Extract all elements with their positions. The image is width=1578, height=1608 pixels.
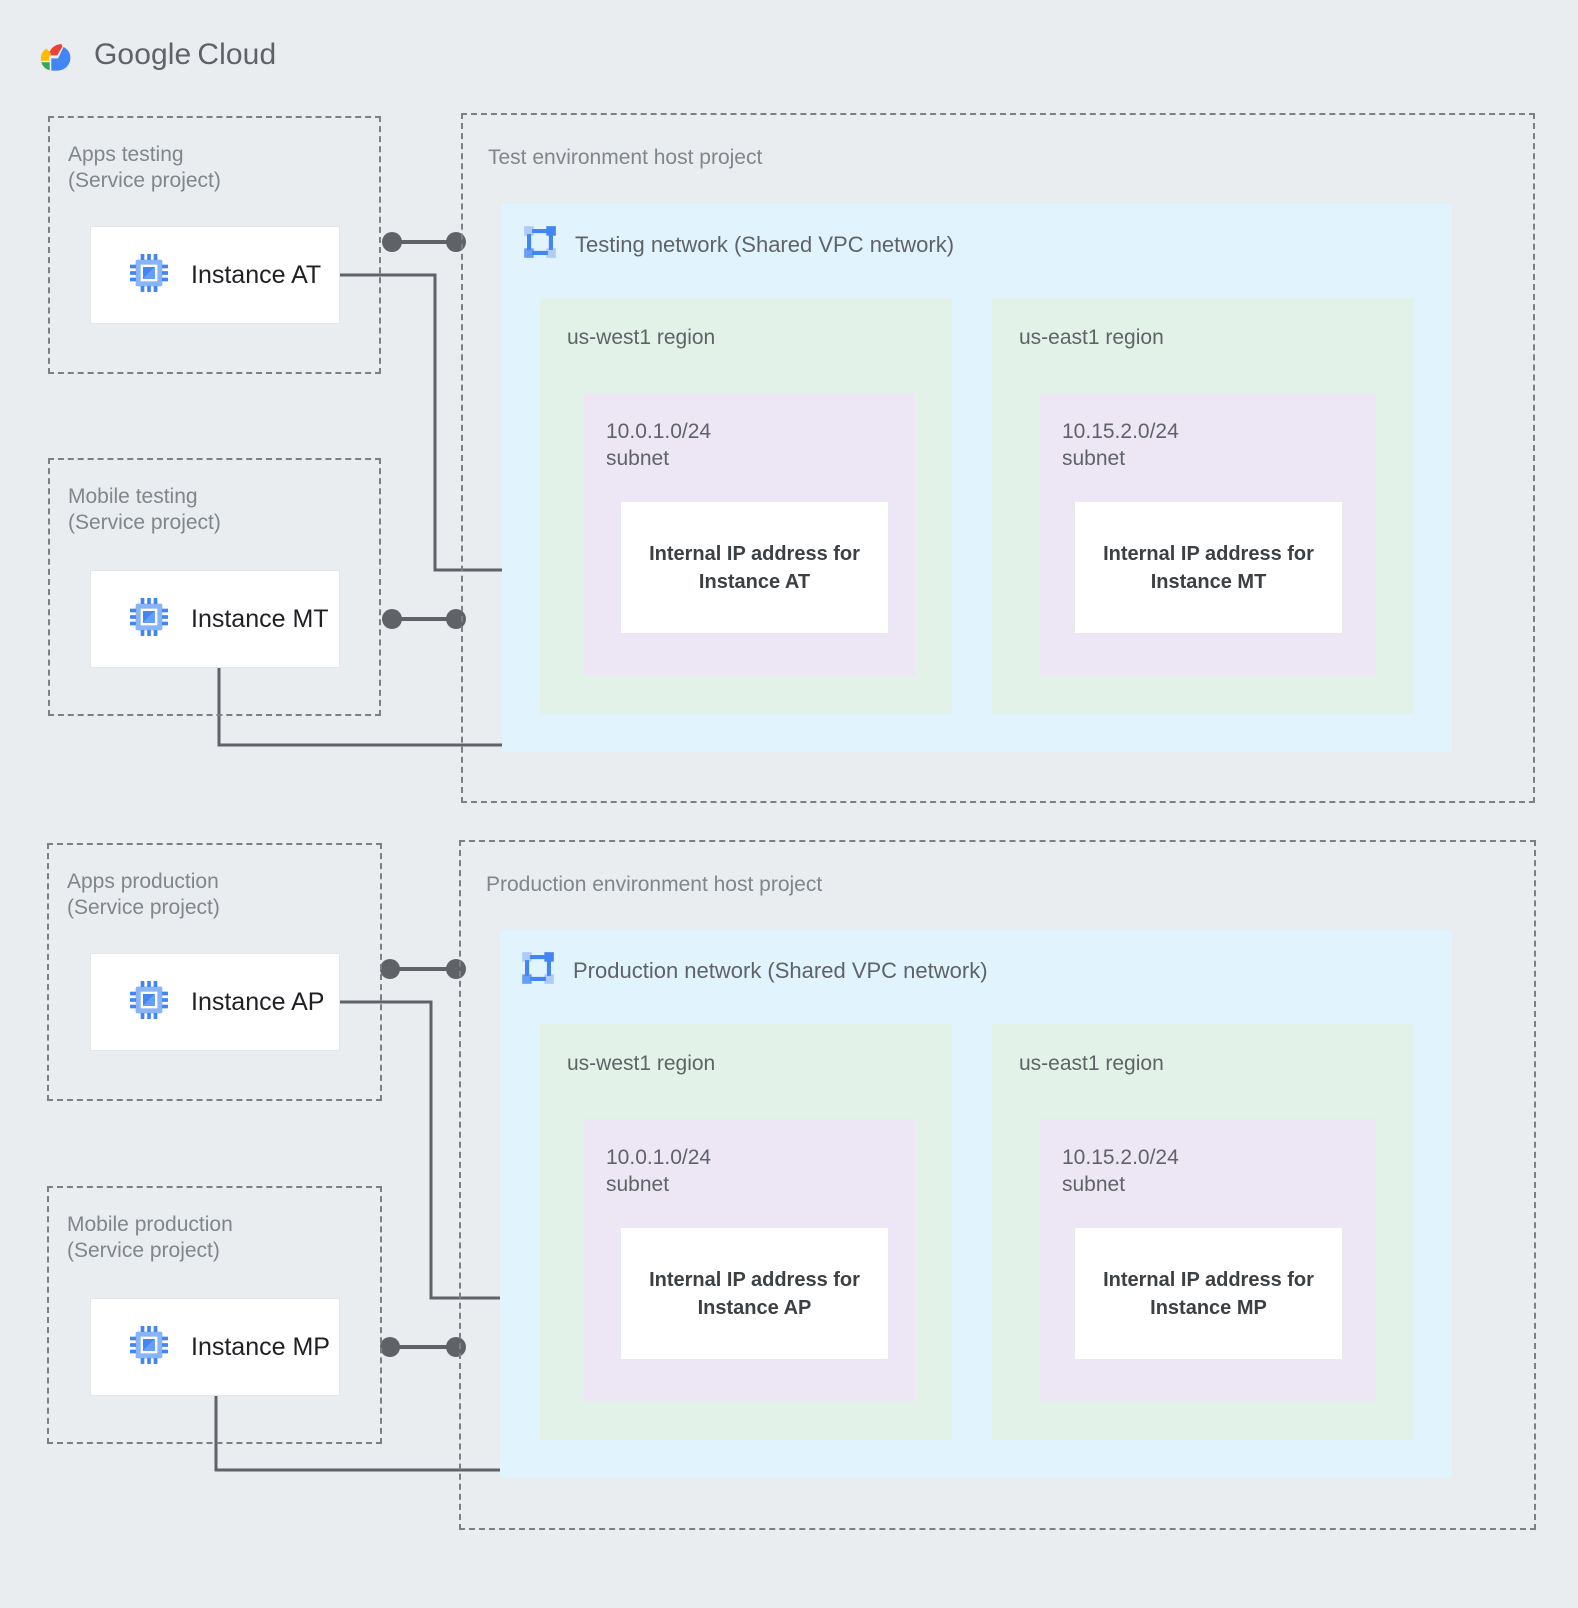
compute-instance-icon <box>129 1325 169 1370</box>
compute-instance-icon <box>129 253 169 298</box>
host-project-label: Test environment host project <box>488 146 763 169</box>
google-cloud-logo-icon <box>40 44 71 71</box>
vpc-network-header: Testing network (Shared VPC network) <box>521 223 954 266</box>
dumbbell-connector-icon-ap <box>380 959 466 979</box>
host-project-prod-env: Production environment host project <box>459 840 1536 1530</box>
vpc-network-icon <box>521 223 559 266</box>
brand-name-google: Google <box>94 38 192 71</box>
region-label: us-west1 region <box>567 1052 716 1075</box>
dumbbell-connector-icon-mt <box>382 609 466 629</box>
subnet-10-15-2-0-24-test: 10.15.2.0/24 subnet Internal IP address … <box>1040 393 1376 675</box>
vpc-network-testing: Testing network (Shared VPC network) us-… <box>502 204 1452 752</box>
region-label: us-east1 region <box>1019 326 1164 349</box>
region-us-east1-prod: us-east1 region 10.15.2.0/24 subnet Inte… <box>992 1024 1414 1440</box>
vpc-network-header: Production network (Shared VPC network) <box>519 949 988 992</box>
instance-card-mt[interactable]: Instance MT <box>90 570 340 668</box>
service-project-label: Mobile production (Service project) <box>67 1213 233 1263</box>
subnet-10-0-1-0-24-test: 10.0.1.0/24 subnet Internal IP address f… <box>584 393 915 675</box>
region-label: us-west1 region <box>567 326 716 349</box>
service-project-label: Apps testing (Service project) <box>68 143 221 193</box>
subnet-label: 10.15.2.0/24 subnet <box>1062 1146 1179 1196</box>
ip-box-label: Internal IP address for Instance AT <box>649 542 860 593</box>
subnet-label: 10.15.2.0/24 subnet <box>1062 420 1179 470</box>
vpc-network-production: Production network (Shared VPC network) … <box>500 930 1452 1478</box>
service-project-label: Mobile testing (Service project) <box>68 485 221 535</box>
service-project-apps-testing: Apps testing (Service project) <box>48 116 381 374</box>
instance-card-ap[interactable]: Instance AP <box>90 953 340 1051</box>
dumbbell-connector-icon-at <box>382 232 466 252</box>
region-us-west1-prod: us-west1 region 10.0.1.0/24 subnet Inter… <box>540 1024 952 1440</box>
region-label: us-east1 region <box>1019 1052 1164 1075</box>
ip-box-instance-ap: Internal IP address for Instance AP <box>620 1227 889 1360</box>
service-project-mobile-testing: Mobile testing (Service project) <box>48 458 381 716</box>
subnet-10-15-2-0-24-prod: 10.15.2.0/24 subnet Internal IP address … <box>1040 1119 1376 1401</box>
subnet-label: 10.0.1.0/24 subnet <box>606 420 712 470</box>
service-project-mobile-production: Mobile production (Service project) <box>47 1186 382 1444</box>
host-project-label: Production environment host project <box>486 873 823 896</box>
instance-name-mp: Instance MP <box>191 1332 330 1361</box>
brand-name-cloud: Cloud <box>197 38 277 71</box>
vpc-network-title: Testing network (Shared VPC network) <box>575 231 955 257</box>
region-us-east1-test: us-east1 region 10.15.2.0/24 subnet Inte… <box>992 298 1414 714</box>
instance-card-mp[interactable]: Instance MP <box>90 1298 340 1396</box>
ip-box-label: Internal IP address for Instance MP <box>1103 1268 1314 1319</box>
dumbbell-connector-icon-mp <box>380 1337 466 1357</box>
ip-box-instance-at: Internal IP address for Instance AT <box>620 501 889 634</box>
ip-box-label: Internal IP address for Instance AP <box>649 1268 860 1319</box>
subnet-10-0-1-0-24-prod: 10.0.1.0/24 subnet Internal IP address f… <box>584 1119 915 1401</box>
region-us-west1-test: us-west1 region 10.0.1.0/24 subnet Inter… <box>540 298 952 714</box>
vpc-network-title: Production network (Shared VPC network) <box>573 957 988 983</box>
instance-name-at: Instance AT <box>191 260 322 289</box>
host-project-test-env: Test environment host project <box>461 113 1535 803</box>
instance-name-mt: Instance MT <box>191 604 329 633</box>
ip-box-instance-mt: Internal IP address for Instance MT <box>1074 501 1343 634</box>
instance-card-at[interactable]: Instance AT <box>90 226 340 324</box>
service-project-apps-production: Apps production (Service project) <box>47 843 382 1101</box>
service-project-label: Apps production (Service project) <box>67 870 220 920</box>
ip-box-instance-mp: Internal IP address for Instance MP <box>1074 1227 1343 1360</box>
vpc-network-icon <box>519 949 557 992</box>
instance-name-ap: Instance AP <box>191 987 325 1016</box>
compute-instance-icon <box>129 980 169 1025</box>
subnet-label: 10.0.1.0/24 subnet <box>606 1146 712 1196</box>
compute-instance-icon <box>129 597 169 642</box>
ip-box-label: Internal IP address for Instance MT <box>1103 542 1314 593</box>
